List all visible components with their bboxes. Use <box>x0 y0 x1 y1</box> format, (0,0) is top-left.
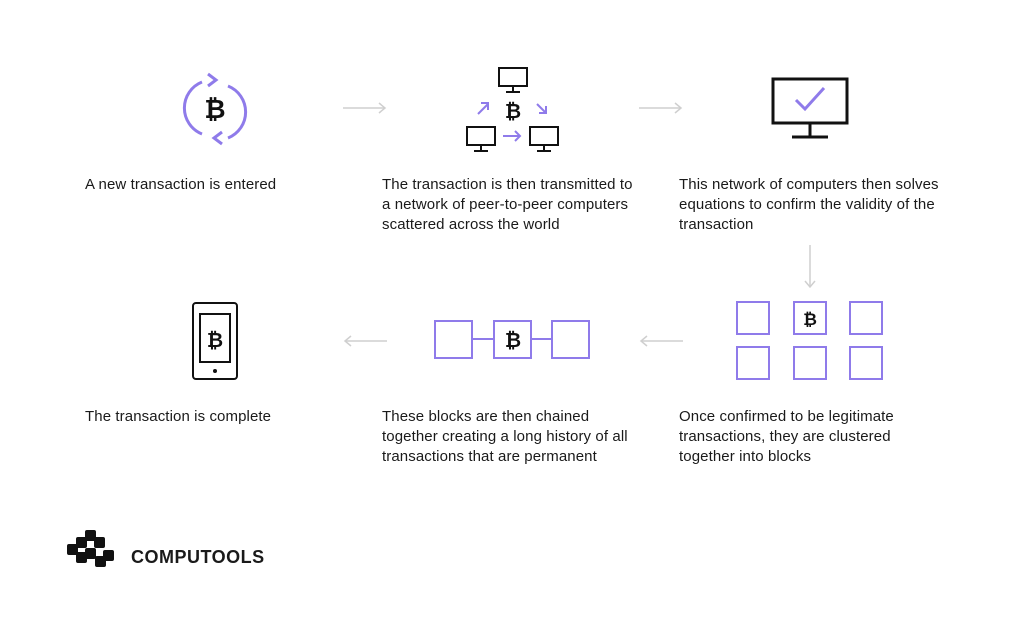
step-4-caption: Once confirmed to be legitimate transact… <box>679 408 894 465</box>
bitcoin-symbol: ₿ <box>803 310 817 330</box>
bitcoin-symbol: ₿ <box>207 328 223 352</box>
arrow-right-2 <box>639 102 683 114</box>
arrow-down <box>804 245 816 289</box>
step-6-caption: The transaction is complete <box>85 408 272 425</box>
peer-network-icon: ₿ <box>466 67 559 152</box>
block-grid-icon: ₿ <box>736 301 883 380</box>
arrow-right-1 <box>343 102 387 114</box>
step-5-caption: These blocks are then chained together c… <box>382 408 628 465</box>
arrow-left-1 <box>639 335 683 347</box>
brand-name: COMPUTOOLS <box>131 546 265 567</box>
bitcoin-symbol: ₿ <box>204 95 225 125</box>
computools-logo-icon <box>67 530 114 567</box>
bitcoin-symbol: ₿ <box>505 328 521 352</box>
bitcoin-symbol: ₿ <box>505 99 521 123</box>
monitor-check-icon <box>771 77 849 139</box>
bitcoin-cycle-icon: ₿ <box>182 72 248 146</box>
step-3-caption: This network of computers then solves eq… <box>679 176 939 233</box>
step-2-caption: The transaction is then transmitted to a… <box>382 176 633 233</box>
brand: COMPUTOOLS <box>67 530 265 570</box>
chained-blocks-icon: ₿ <box>434 320 590 359</box>
phone-bitcoin-icon: ₿ <box>192 302 238 380</box>
arrow-left-2 <box>343 335 387 347</box>
step-1-caption: A new transaction is entered <box>85 176 277 193</box>
